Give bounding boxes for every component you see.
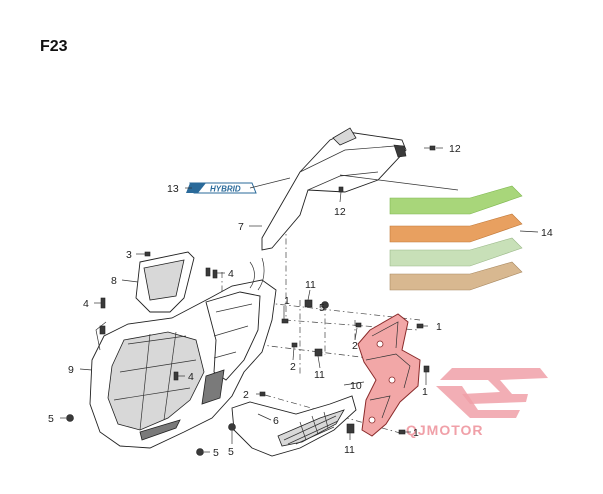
callout-labels: 12 13 12 14 7 3 4 8 11 1 5 4 1 2 9 2 11 … [48,143,553,459]
nut-5-left [66,414,74,422]
callout-5-bottom: 5 [213,447,219,459]
nut-5-bottom [196,448,204,456]
nut-5-lower-mid [228,423,236,431]
hybrid-decal-text: HYBRID [210,185,241,194]
clip-left-frame [99,325,106,335]
callout-1-b: 1 [436,321,442,333]
upper-inner-cover [135,251,195,313]
watermark-logo-swoosh [436,386,520,418]
callout-12-mid: 12 [334,206,346,218]
callout-6: 6 [273,415,279,427]
callout-14: 14 [541,227,553,239]
side-bracket-highlighted [357,313,421,437]
callout-11-mid: 11 [314,369,325,381]
screw-2-b [291,342,298,348]
callout-1-a: 1 [284,295,290,307]
callout-1-d: 1 [413,427,419,439]
leader-lines [60,147,539,453]
screw-12a [424,145,436,151]
lower-grille-panel [231,395,357,457]
callout-3: 3 [126,249,132,261]
callout-8: 8 [111,275,117,287]
hybrid-decal-accent [186,183,206,193]
screw-2-c [355,322,362,328]
screw-3 [144,251,151,257]
stripe-decal-tan [389,261,523,291]
hybrid-decal: HYBRID [186,182,257,194]
callout-4-top: 4 [228,268,234,280]
stripe-decal-orange [389,213,523,243]
callout-2-b: 2 [290,361,296,373]
callout-5-lower-mid: 5 [228,446,234,458]
watermark-text: QJMOTOR [406,422,484,438]
callout-11-bottom: 11 [344,444,355,456]
screw-12b [338,186,344,193]
callout-2-a: 2 [243,389,249,401]
callout-5-left: 5 [48,413,54,425]
callout-4-mid: 4 [188,371,194,383]
callout-12-top: 12 [449,143,461,155]
upper-fairing-panel [261,127,407,251]
callout-10: 10 [350,380,362,392]
callout-13: 13 [167,183,179,195]
side-bracket-body [357,313,421,437]
screw-1-d [398,429,406,435]
clip-11-top [304,299,313,308]
fasteners [66,145,436,456]
qjmotor-watermark: QJMOTOR [406,368,548,438]
callout-2-c: 2 [352,340,358,352]
screw-1-a [281,318,289,324]
screw-4-left [100,297,106,309]
screw-1-c [423,365,430,373]
callout-5-top: 5 [319,302,325,314]
callout-1-c: 1 [422,386,428,398]
clip-11-mid [314,348,323,357]
grille-mesh [283,411,339,445]
stripe-decals [339,174,523,291]
clip-4-top [205,267,218,279]
screw-1-b [416,323,424,329]
clip-11-bottom [346,423,355,434]
stripe-decal-pale-green [389,237,523,267]
figure-code: F23 [40,38,68,55]
nut-5-upper [321,301,329,309]
main-inner-fairing-frame [89,257,277,449]
callout-9: 9 [68,364,74,376]
callout-4-left: 4 [83,298,89,310]
callout-11-top: 11 [305,279,316,291]
callout-7: 7 [238,221,244,233]
clip-4-mid [173,371,179,381]
stripe-decal-green [389,185,523,215]
